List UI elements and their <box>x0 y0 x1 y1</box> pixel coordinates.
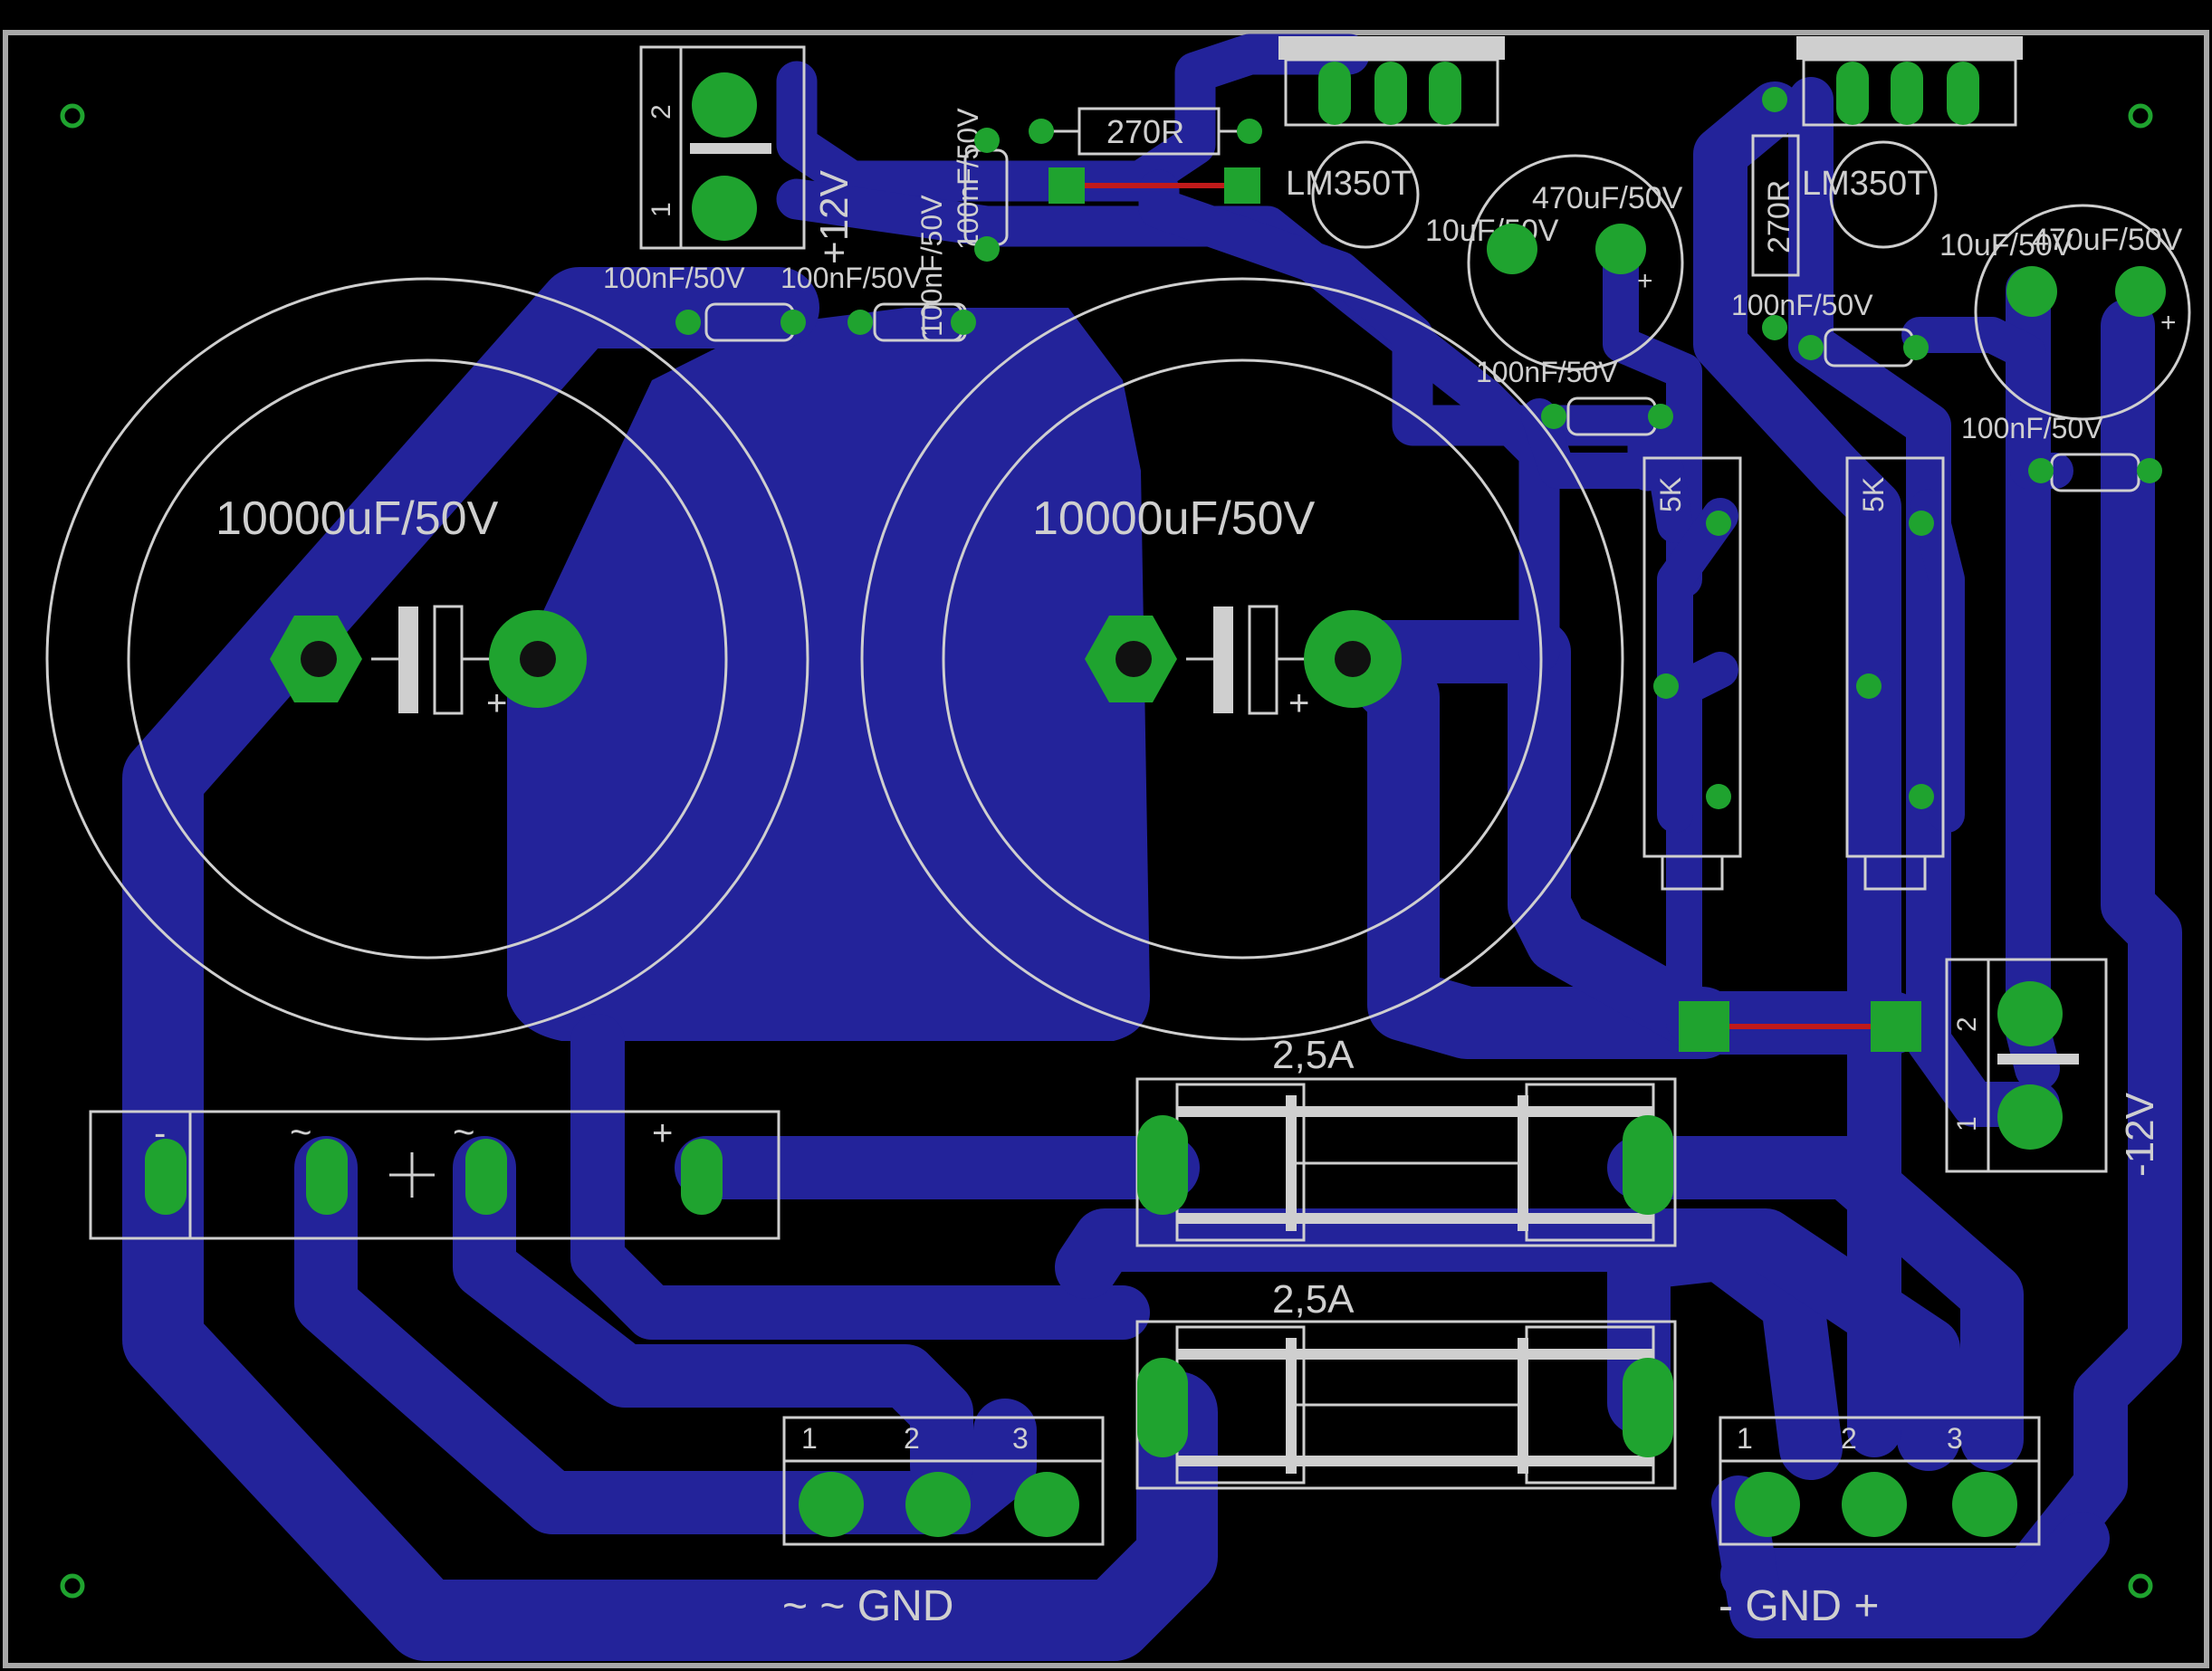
cap-label: 100nF/50V <box>1961 412 2103 444</box>
trace-pot-left-wiper <box>1657 498 1738 833</box>
svg-text:~: ~ <box>290 1111 312 1153</box>
pot-5k-left: 5K <box>1642 456 1742 891</box>
svg-text:2: 2 <box>1841 1422 1857 1455</box>
resistor-right: 270R <box>1751 134 1800 277</box>
terminal-pos12: 2 1 +12V <box>639 45 857 264</box>
cap-label: 10000uF/50V <box>1032 492 1316 545</box>
ground-pour <box>507 308 1150 1041</box>
pad <box>1623 1115 1673 1215</box>
trace-right-inner <box>1693 81 1901 1457</box>
screw-pads-output <box>1735 1472 2017 1537</box>
cap-10uf-right-label: 10uF/50V <box>1939 228 2073 263</box>
pot-5k-right: 5K <box>1845 456 1945 891</box>
output-terminal-label: - GND + <box>1719 1582 1879 1630</box>
svg-text:3: 3 <box>1947 1422 1963 1455</box>
regulator-label: LM350T <box>1802 165 1928 203</box>
svg-text:3: 3 <box>1012 1422 1029 1455</box>
pos-output-label: +12V <box>812 169 857 264</box>
mounting-hole <box>60 103 85 129</box>
trace-out-gnd <box>1711 1475 2110 1638</box>
board-outline <box>3 30 2209 1668</box>
screw-pads-input <box>799 1472 1079 1537</box>
fuse-top: 2,5A <box>1135 1033 1677 1247</box>
cap-10000uf-right: + 10000uF/50V <box>860 277 1624 1041</box>
cap-470uf-left: 470uF/50V + <box>1467 154 1684 371</box>
pad <box>1137 1358 1188 1457</box>
pads-layer <box>60 62 2166 1599</box>
svg-text:+: + <box>1637 266 1653 296</box>
cap-10000uf-left: + 10000uF/50V <box>45 277 809 1041</box>
trace-top-right <box>1138 169 1669 492</box>
terminal-input: 1 2 3 ~ ~ GND <box>782 1416 1105 1630</box>
trace-fuse-right <box>1607 1136 2024 1471</box>
svg-text:1: 1 <box>1737 1422 1753 1455</box>
cap-label: 10000uF/50V <box>215 492 499 545</box>
cap-label: 470uF/50V <box>2032 223 2183 257</box>
pot-label: 5K <box>1857 477 1890 512</box>
pad <box>681 1139 723 1215</box>
cap-100nf-d: 100nF/50V <box>915 195 967 342</box>
cap-100nf-a: 100nF/50V <box>603 262 795 342</box>
fuse-label: 2,5A <box>1272 1033 1355 1077</box>
neg-output-label: -12V <box>2118 1092 2162 1177</box>
svg-text:+: + <box>652 1113 673 1153</box>
mounting-hole <box>2128 103 2153 129</box>
svg-text:+: + <box>486 683 507 723</box>
resistor-label: 270R <box>1106 113 1184 150</box>
fuse-label: 2,5A <box>1272 1277 1355 1322</box>
cap-label: 100nF/50V <box>603 262 745 294</box>
screw-pads-pos12 <box>692 72 757 241</box>
trace-top-left <box>776 33 1370 202</box>
svg-text:1: 1 <box>646 202 676 217</box>
svg-text:1: 1 <box>801 1422 818 1455</box>
pot-label: 5K <box>1654 477 1687 512</box>
cap-100nf-e: 100nF/50V <box>1476 356 1657 436</box>
trace-ac2 <box>453 1136 973 1498</box>
pad <box>1623 1358 1673 1457</box>
resistor-top: 270R <box>1041 107 1250 156</box>
svg-text:+: + <box>1288 683 1309 723</box>
pad <box>145 1139 187 1215</box>
terminal-neg12: 2 1 -12V <box>1945 958 2162 1177</box>
svg-text:2: 2 <box>1952 1017 1982 1032</box>
pad <box>306 1139 348 1215</box>
svg-text:2: 2 <box>904 1422 920 1455</box>
pad <box>1137 1115 1188 1215</box>
trace-gnd <box>570 1014 1150 1340</box>
cap-label: 100nF/50V <box>1476 356 1618 388</box>
silkscreen-layer: + 10000uF/50V + 10000uF/50V - ~ ~ + <box>45 36 2191 1630</box>
trace-mid <box>1326 620 1924 1055</box>
resistor-label: 270R <box>1762 180 1796 253</box>
cap-100nf-b: 100nF/50V <box>780 262 963 342</box>
regulator-left: LM350T <box>1278 36 1505 249</box>
svg-text:+: + <box>2160 308 2177 338</box>
mounting-hole <box>2128 1573 2153 1599</box>
regulator-label: LM350T <box>1286 165 1412 203</box>
pad <box>465 1139 507 1215</box>
regulator-right: LM350T <box>1796 36 2023 249</box>
trace-fuse-lower <box>1055 1208 1960 1471</box>
svg-text:2: 2 <box>646 104 676 119</box>
input-terminal-label: ~ ~ GND <box>782 1582 953 1630</box>
cap-label: 100nF/50V <box>915 195 948 337</box>
cap-label: 100nF/50V <box>780 262 923 294</box>
trace-pot-right-wiper <box>1910 489 1965 833</box>
cap-label: 470uF/50V <box>1532 181 1683 215</box>
terminal-output: 1 2 3 - GND + <box>1719 1416 2041 1630</box>
cap-label: 100nF/50V <box>952 108 984 250</box>
trace-left-loop <box>122 267 1218 1661</box>
mounting-hole <box>60 1573 85 1599</box>
fuse-bottom: 2,5A <box>1135 1277 1677 1490</box>
cap-label: 100nF/50V <box>1731 289 1873 321</box>
svg-text:1: 1 <box>1952 1116 1982 1132</box>
cap-470uf-right: 470uF/50V + <box>1974 204 2191 421</box>
trace-100n <box>1521 398 1693 543</box>
screw-pads-neg12 <box>1997 981 2063 1150</box>
